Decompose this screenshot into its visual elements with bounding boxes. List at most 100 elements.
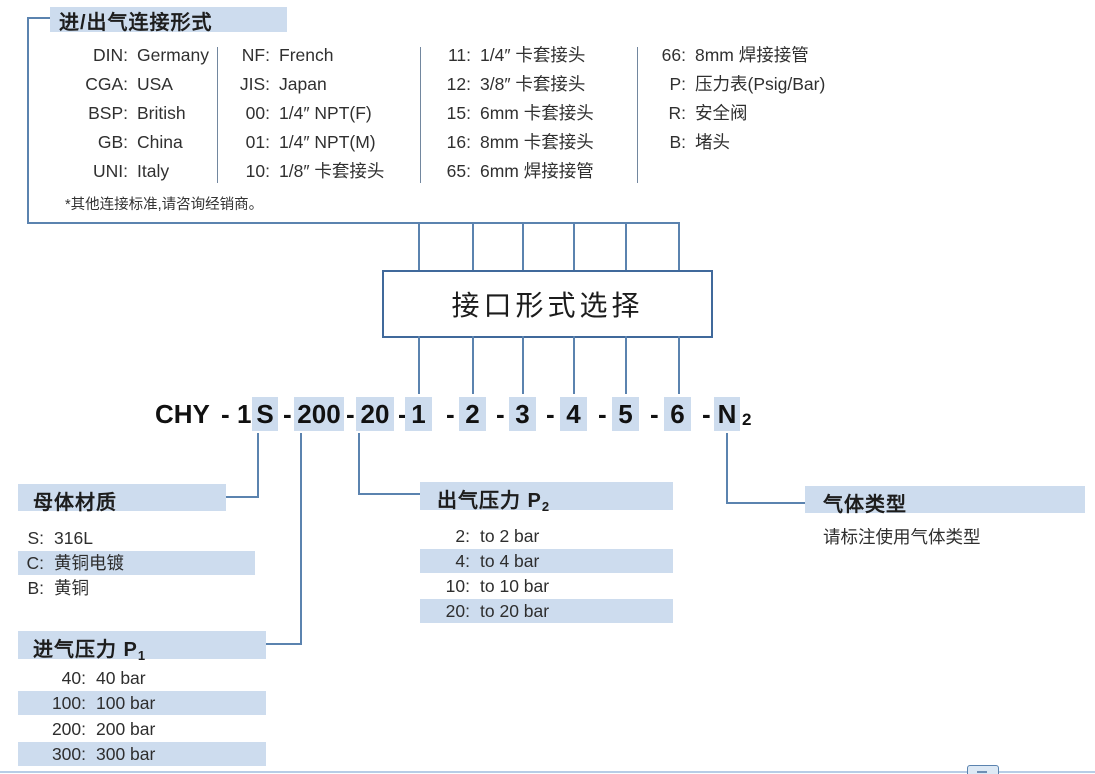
connection-label: 堵头: [695, 132, 730, 152]
code-model-prefix: CHY: [155, 399, 210, 429]
option-label: to 2 bar: [480, 526, 540, 546]
connection-row: 12: 3/8″ 卡套接头: [435, 70, 594, 99]
connection-code: NF:: [241, 45, 270, 65]
material-option: B:黄铜: [18, 576, 255, 600]
connection-label: 1/4″ NPT(F): [279, 103, 372, 123]
option-code: 200:: [51, 719, 86, 739]
option-label: 黄铜电镀: [54, 553, 124, 573]
elbow-gas-h: [726, 502, 805, 504]
option-code: 100:: [51, 693, 86, 713]
inlet-option: 100: 100 bar: [18, 691, 266, 715]
connection-row: 01: 1/4″ NPT(M): [230, 128, 384, 157]
elbow-outlet-h: [358, 493, 420, 495]
page-corner-button[interactable]: [967, 765, 999, 774]
column-divider: [217, 47, 218, 183]
bracket-top-stub-line: [27, 17, 50, 19]
option-label: 316L: [54, 528, 93, 548]
outlet-option: 10: to 10 bar: [420, 574, 673, 598]
option-label: 200 bar: [96, 719, 156, 739]
option-label: 黄铜: [54, 578, 89, 598]
drop-line-6: [678, 336, 680, 394]
material-title-band: [18, 484, 226, 511]
option-code: S:: [27, 528, 44, 548]
connection-code: UNI:: [93, 161, 128, 181]
code-port-5: 5: [612, 397, 639, 431]
connection-code: 11:: [447, 45, 471, 65]
option-code: 300:: [51, 744, 86, 764]
connection-row: 15:6mm 卡套接头: [435, 99, 594, 128]
option-label: to 10 bar: [480, 576, 550, 596]
connection-row: UNI: Italy: [55, 157, 209, 186]
option-label: 300 bar: [96, 744, 156, 764]
option-label: 100 bar: [96, 693, 156, 713]
gas-note: 请标注使用气体类型: [823, 527, 981, 547]
connection-label: 1/8″ 卡套接头: [279, 161, 385, 181]
connection-code: JIS:: [239, 74, 270, 94]
connection-label: 6mm 焊接接管: [480, 161, 594, 181]
option-code: 40:: [61, 668, 86, 688]
elbow-gas-v: [726, 433, 728, 503]
drop-line-4: [573, 336, 575, 394]
option-code: 20:: [445, 601, 470, 621]
connection-code: GB:: [97, 132, 128, 152]
connection-code: 65:: [446, 161, 471, 181]
drop-line-5: [625, 336, 627, 394]
riser-line-6: [678, 222, 680, 270]
outlet-option: 2:to 2 bar: [420, 524, 673, 548]
connection-row: CGA: USA: [55, 70, 209, 99]
connection-code: 00:: [245, 103, 270, 123]
drop-line-1: [418, 336, 420, 394]
outlet-option: 20:to 20 bar: [420, 599, 673, 623]
option-code: C:: [26, 553, 45, 573]
outlet-title: 出气压力 P2: [437, 484, 550, 514]
code-separator: -: [702, 399, 711, 429]
connection-label: 8mm 焊接接管: [695, 45, 809, 65]
connection-code: 01:: [245, 132, 270, 152]
connection-row: NF: French: [230, 41, 384, 70]
elbow-material-h: [226, 496, 259, 498]
port-selector-box: 接口形式选择: [382, 270, 713, 338]
connection-label: 1/4″ NPT(M): [279, 132, 376, 152]
connection-label: 1/4″ 卡套接头: [480, 45, 586, 65]
connection-label: British: [137, 103, 186, 123]
connection-code: B:: [669, 132, 686, 152]
inlet-title-text: 进气压力 P: [33, 639, 138, 661]
outlet-title-subscript: 2: [541, 499, 551, 514]
connection-code: CGA:: [85, 74, 128, 94]
code-separator: -: [496, 399, 505, 429]
code-separator: -: [398, 399, 407, 429]
outlet-title-band: [420, 482, 673, 510]
inlet-option: 300: 300 bar: [18, 742, 266, 766]
riser-line-5: [625, 222, 627, 270]
code-separator: -: [283, 399, 292, 429]
connection-label: French: [279, 45, 334, 65]
column-divider: [420, 47, 421, 183]
connection-label: 6mm 卡套接头: [480, 103, 594, 123]
code-port-2: 2: [459, 397, 486, 431]
connection-label: USA: [137, 74, 173, 94]
riser-line-3: [522, 222, 524, 270]
connection-label: Italy: [137, 161, 170, 181]
connection-label: 压力表(Psig/Bar): [695, 74, 826, 94]
code-gas-subscript: 2: [742, 410, 752, 429]
connection-label: China: [137, 132, 183, 152]
connection-title: 进/出气连接形式: [59, 12, 213, 34]
material-option: S: 316L: [18, 526, 255, 550]
option-code: 10:: [445, 576, 470, 596]
code-outlet-pressure: 20: [356, 397, 394, 431]
connection-row: 66:8mm 焊接接管: [650, 41, 825, 70]
connection-label: Germany: [137, 45, 209, 65]
riser-line-4: [573, 222, 575, 270]
connection-row: P:压力表(Psig/Bar): [650, 70, 825, 99]
code-separator: -: [598, 399, 607, 429]
gas-title-band: [805, 486, 1085, 513]
connection-row: DIN:Germany: [55, 41, 209, 70]
connection-column-3: 11:1/4″ 卡套接头 12:3/8″ 卡套接头 15:6mm 卡套接头 16…: [435, 41, 594, 186]
connection-column-4: 66:8mm 焊接接管 P:压力表(Psig/Bar) R:安全阀 B:堵头: [650, 41, 826, 157]
connection-column-2: NF:French JIS:Japan 00:1/4″ NPT(F) 01:1/…: [230, 41, 385, 186]
connection-label: 3/8″ 卡套接头: [480, 74, 586, 94]
gas-title: 气体类型: [823, 494, 907, 516]
connection-code: 12:: [446, 74, 471, 94]
riser-line-1: [418, 222, 420, 270]
